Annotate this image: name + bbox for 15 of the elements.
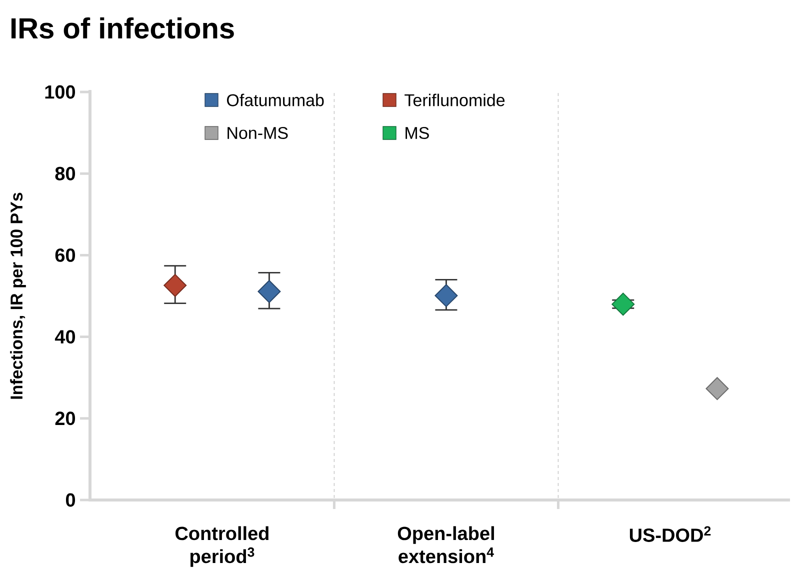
tick-label: 0 (66, 493, 76, 507)
chart-title: IRs of infections (11, 17, 234, 39)
category-label: US-DOD$^{2}$ (630, 526, 711, 542)
tick-label: 80 (55, 166, 76, 180)
legend-label: Ofatumumab (227, 94, 324, 106)
legend-label: Non-MS (228, 126, 288, 140)
tick-label: 100 (45, 85, 76, 99)
category-label: Controlled period$^{3}$ (176, 526, 268, 567)
tick-label: 60 (55, 248, 76, 262)
tick-label: 20 (55, 412, 76, 426)
category-label: Open-label extension$^{4}$ (398, 526, 494, 564)
legend-label: MS (406, 126, 429, 140)
axis-title: Infections, IR per 100 PYs (10, 192, 26, 399)
tick-label: 40 (54, 330, 76, 344)
legend-label: Teriflunomide (404, 94, 505, 106)
